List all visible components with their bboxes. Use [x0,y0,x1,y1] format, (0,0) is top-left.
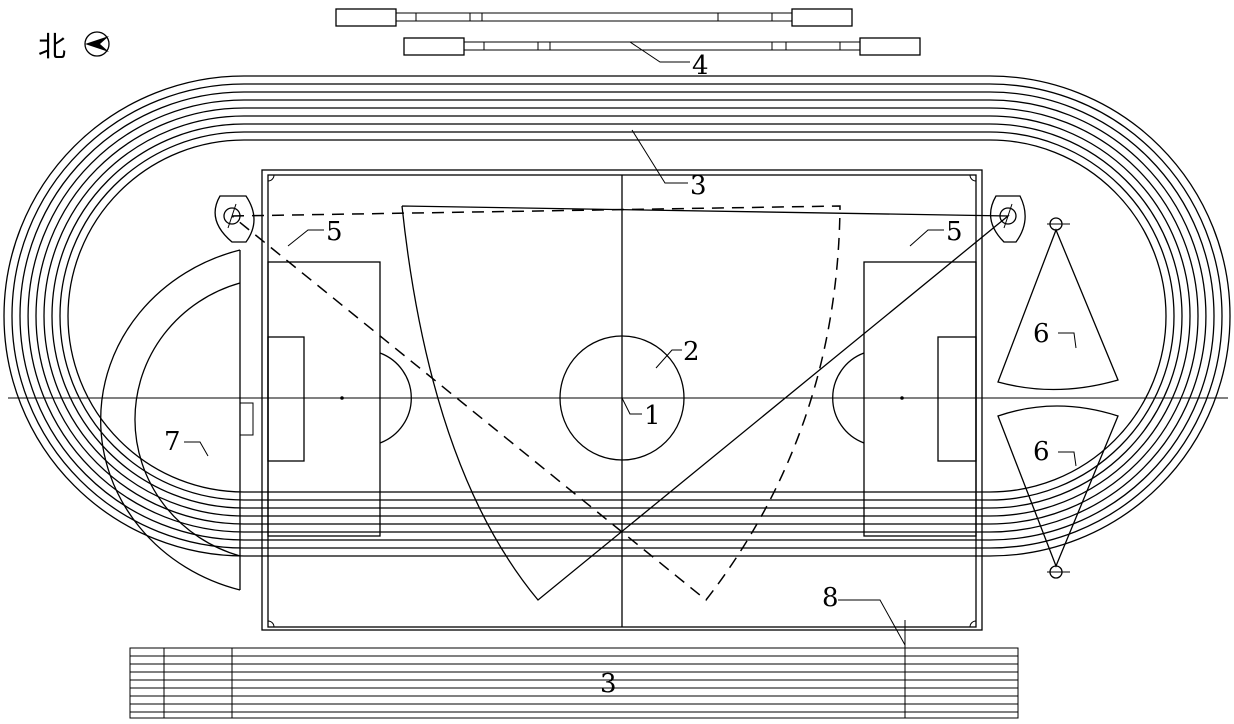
goal-area-right [937,336,977,462]
north-label: 北 [38,30,66,63]
north-indicator: 北 [38,30,110,63]
label-fan-top: 6 [1033,319,1050,349]
goal-area-left [267,336,305,462]
label-throw-left: 5 [326,217,343,247]
penalty-area-left [267,261,381,537]
label-track-north: 3 [690,171,707,201]
label-fan-bottom: 6 [1033,437,1050,467]
label-throw-right: 5 [946,217,963,247]
throwing-circle-right [989,195,1026,243]
label-stand: 4 [692,51,709,81]
label-centre-circle: 2 [683,337,700,367]
sprint-straight [129,647,1019,719]
throwing-sector-dashed [231,205,841,602]
throwing-circle-left [214,195,255,243]
running-track [3,75,1231,557]
half-ring-area [100,249,254,591]
leader-lines [184,41,1077,646]
fan-sector-bottom [997,405,1119,579]
penalty-arc-left [379,352,412,444]
label-track-south: 3 [600,669,617,699]
label-finish-line: 8 [822,583,839,613]
penalty-arc-right [832,352,865,444]
stand-bar-lower [403,37,921,56]
north-arrow-icon [84,31,110,57]
stand-bar-upper [335,8,853,27]
throwing-sector-solid [401,205,1010,601]
label-half-ring-area: 7 [164,427,181,457]
penalty-area-right [863,261,977,537]
centre-circle [559,335,685,461]
label-centre-point: 1 [644,401,661,431]
spectator-stand [335,8,921,56]
fan-sector-top [997,217,1119,391]
football-field [261,169,983,631]
